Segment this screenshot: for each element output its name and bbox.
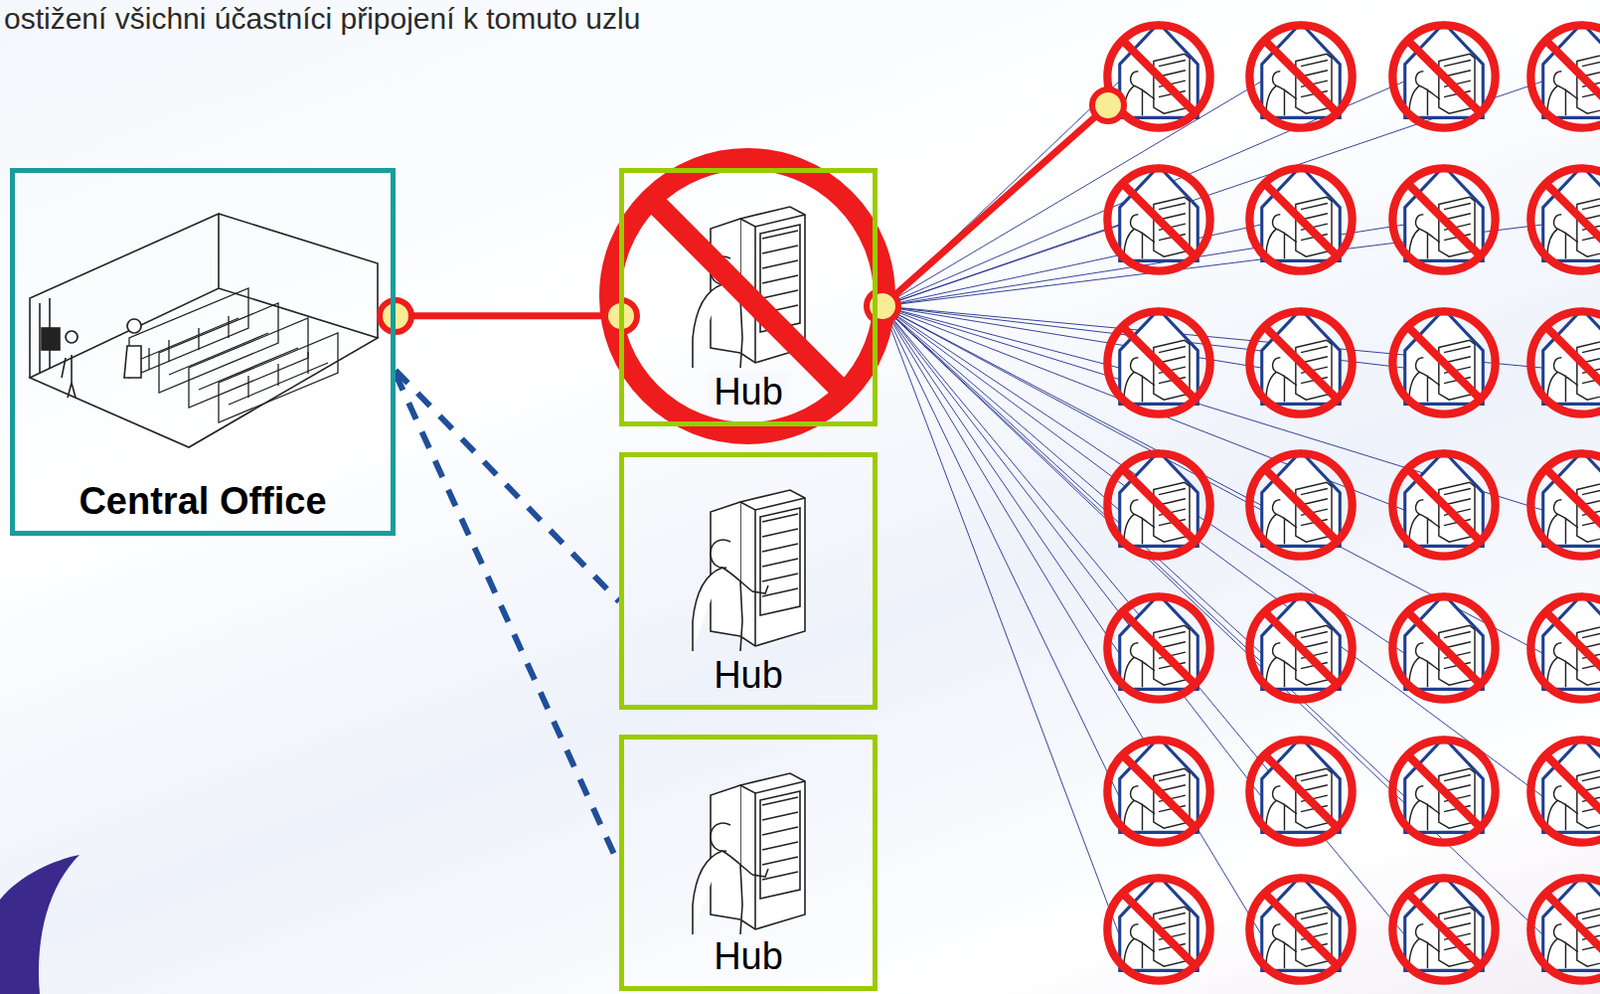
house-icon [1107, 875, 1210, 980]
backup-link [395, 370, 620, 603]
house-icon [1249, 309, 1352, 414]
house-icon [1392, 309, 1495, 414]
drop-line [882, 306, 1543, 935]
house-icon [1530, 451, 1600, 556]
hub-box: Hub [619, 734, 878, 991]
drop-line [882, 306, 1120, 797]
house-icon [1107, 451, 1210, 556]
active-link [395, 312, 620, 320]
house-icon [1249, 451, 1352, 556]
fan-lines [882, 81, 1543, 935]
drop-line [882, 306, 1262, 935]
node-label: Hub [707, 936, 790, 978]
drop-line [882, 306, 1262, 653]
house-icon [1530, 737, 1600, 842]
house-icon [1249, 594, 1352, 699]
drop-line [882, 306, 1405, 935]
drop-line [882, 306, 1543, 797]
subscriber-houses [1107, 22, 1600, 980]
hub-cabinet [692, 489, 805, 651]
hub-box: Hub [619, 167, 878, 427]
red-drop-line [882, 105, 1109, 307]
node-label: Hub [707, 371, 790, 414]
hub-cabinet [692, 773, 805, 935]
node-label: Hub [707, 654, 790, 697]
drop-line [882, 306, 1120, 935]
page-heading: ostižení všichni účastníci připojení k t… [3, 1, 640, 36]
drop-line [882, 81, 1120, 307]
house-icon [1530, 309, 1600, 414]
node-label: Central Office [72, 480, 332, 523]
house-icon [1530, 875, 1600, 980]
central-office-box: Central Office [9, 167, 396, 536]
central-office-illustration [29, 213, 378, 448]
house-icon [1107, 737, 1210, 842]
house-icon [1530, 165, 1600, 271]
drop-line [882, 306, 1262, 797]
house-icon [1249, 165, 1352, 271]
house-icon [1530, 594, 1600, 699]
drop-line [882, 306, 1405, 797]
house-icon [1249, 737, 1352, 842]
drop-line [882, 306, 1120, 653]
hub-box: Hub [619, 452, 878, 710]
house-icon [1392, 737, 1495, 842]
connection-dot [379, 89, 1124, 332]
house-icon [1530, 22, 1600, 128]
prohibition-sign [610, 159, 885, 434]
backup-link [395, 373, 620, 865]
house-icon [1107, 165, 1210, 271]
house-icon [1249, 22, 1352, 128]
house-icon [1392, 22, 1495, 128]
drop-line [882, 224, 1120, 307]
house-icon [1107, 309, 1210, 414]
corner-swoosh [0, 854, 80, 994]
drop-line [882, 81, 1262, 307]
house-icon [1392, 594, 1495, 699]
house-icon [1249, 875, 1352, 980]
house-icon [1107, 594, 1210, 699]
house-icon [1392, 875, 1495, 980]
house-icon [1392, 165, 1495, 271]
house-icon [1392, 451, 1495, 556]
